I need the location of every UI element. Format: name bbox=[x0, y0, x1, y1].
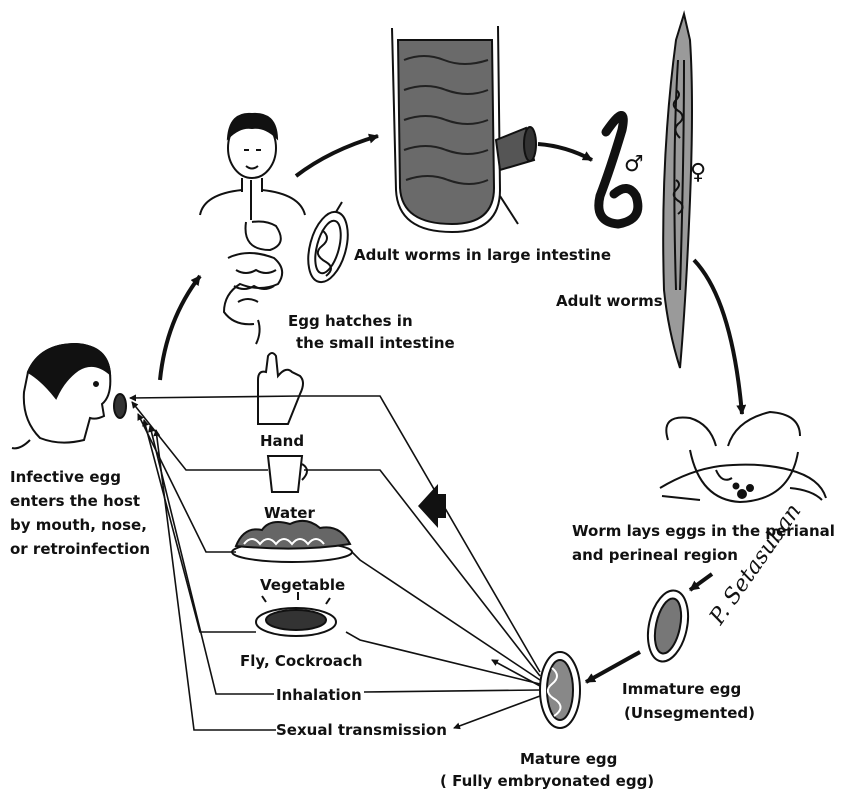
mature-egg-label-line1: Mature egg bbox=[520, 750, 617, 768]
male-symbol-icon: ♂ bbox=[624, 152, 644, 177]
egg-hatches-label-line2: the small intestine bbox=[296, 334, 455, 352]
transmission-lines bbox=[130, 396, 540, 730]
inhalation-label: Inhalation bbox=[276, 686, 362, 704]
adult-worms-large-intestine-label: Adult worms in large intestine bbox=[354, 246, 611, 264]
mature-egg-label-line2: ( Fully embryonated egg) bbox=[440, 772, 654, 790]
water-glass-icon bbox=[268, 456, 307, 492]
infective-egg-label-line2: enters the host bbox=[10, 492, 140, 510]
large-left-arrow-icon bbox=[418, 484, 446, 528]
egg-hatches-label-line1: Egg hatches in bbox=[288, 312, 413, 330]
infective-egg-label-line4: or retroinfection bbox=[10, 540, 150, 558]
large-intestine-figure bbox=[392, 26, 536, 232]
perianal-region-figure bbox=[660, 412, 826, 502]
vegetable-icon bbox=[232, 521, 352, 562]
hand-icon bbox=[258, 353, 303, 424]
food-dish-icon bbox=[256, 592, 336, 636]
hand-label: Hand bbox=[260, 432, 304, 450]
human-digestive-figure bbox=[200, 114, 305, 344]
female-symbol-icon: ♀ bbox=[690, 160, 706, 185]
immature-egg-label-line2: (Unsegmented) bbox=[624, 704, 755, 722]
vegetable-label: Vegetable bbox=[260, 576, 345, 594]
fly-cockroach-label: Fly, Cockroach bbox=[240, 652, 363, 670]
water-label: Water bbox=[264, 504, 315, 522]
infective-egg-label-line1: Infective egg bbox=[10, 468, 121, 486]
female-worm-figure bbox=[663, 14, 692, 368]
immature-egg-icon bbox=[642, 587, 694, 665]
sexual-transmission-label: Sexual transmission bbox=[276, 721, 447, 739]
child-head-figure bbox=[12, 344, 126, 448]
worm-lays-eggs-label-line2: and perineal region bbox=[572, 546, 738, 564]
infective-egg-label-line3: by mouth, nose, bbox=[10, 516, 147, 534]
hatching-egg-icon bbox=[301, 202, 354, 286]
mature-egg-icon bbox=[540, 652, 580, 728]
immature-egg-label-line1: Immature egg bbox=[622, 680, 741, 698]
adult-worms-label: Adult worms bbox=[556, 292, 663, 310]
